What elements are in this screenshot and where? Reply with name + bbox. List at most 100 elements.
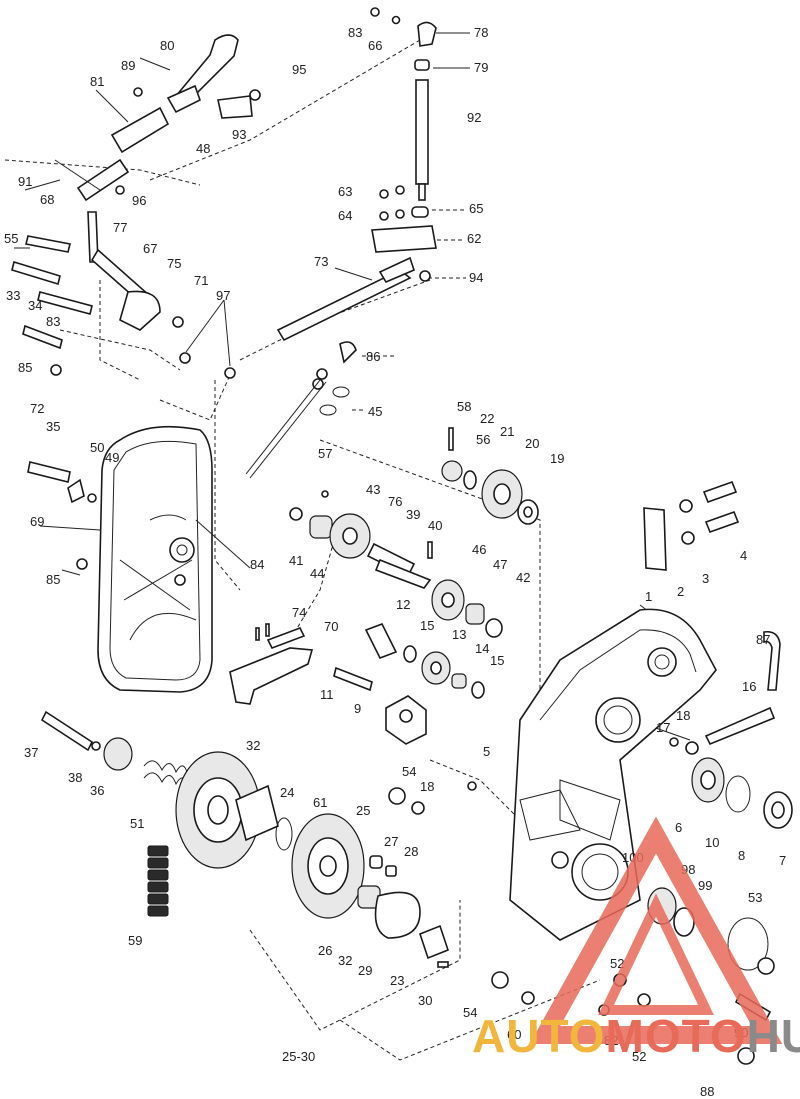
fork-70 — [229, 647, 314, 705]
spacer-27 — [369, 855, 383, 869]
part-label-l14: 14 — [475, 641, 489, 656]
washer-61 — [275, 817, 293, 851]
part-label-l83a: 83 — [348, 25, 362, 40]
pin-57 — [321, 490, 329, 498]
part-label-l81: 81 — [90, 74, 104, 89]
part-label-l8: 8 — [738, 848, 745, 863]
part-label-l50: 50 — [90, 440, 104, 455]
washer-42 — [485, 618, 503, 638]
part-label-l84: 84 — [250, 557, 264, 572]
part-label-l54b: 54 — [463, 1005, 477, 1020]
pin-5 — [467, 781, 477, 791]
pin-87 — [763, 630, 781, 691]
boot-86 — [339, 341, 357, 364]
part-label-l24: 24 — [280, 785, 294, 800]
pin-58 — [448, 427, 454, 451]
washer-56 — [463, 470, 477, 490]
oring-10 — [725, 775, 751, 813]
part-label-l40: 40 — [428, 518, 442, 533]
bolt-55 — [25, 235, 71, 253]
housing-bore — [571, 843, 629, 901]
part-label-l2: 2 — [677, 584, 684, 599]
part-label-l79: 79 — [474, 60, 488, 75]
nut-22 — [441, 460, 463, 482]
part-label-l35: 35 — [46, 419, 60, 434]
oring-45b — [319, 404, 337, 416]
part-label-l38: 38 — [68, 770, 82, 785]
spring-seat-36 — [103, 737, 133, 771]
part-label-l77: 77 — [113, 220, 127, 235]
part-label-l61: 61 — [313, 795, 327, 810]
part-label-l10: 10 — [705, 835, 719, 850]
part-label-l13: 13 — [452, 627, 466, 642]
left-bolts — [11, 211, 236, 379]
bearing-98 — [647, 887, 677, 925]
part-label-l100: 100 — [622, 850, 644, 865]
part-label-l64: 64 — [338, 208, 352, 223]
part-label-l67: 67 — [143, 241, 157, 256]
bolt-16 — [704, 706, 776, 746]
part-label-l58: 58 — [457, 399, 471, 414]
shift-lever-assembly — [54, 34, 261, 202]
part-label-l49: 49 — [105, 450, 119, 465]
bolt-4a — [702, 480, 738, 504]
bolt-52b — [637, 993, 651, 1007]
bolt-83 — [22, 324, 63, 350]
washer-41 — [289, 507, 303, 521]
bolt-35 — [27, 461, 71, 483]
part-label-l82: 82 — [604, 1033, 618, 1048]
part-label-l86: 86 — [366, 349, 380, 364]
oring-45a — [332, 386, 350, 398]
gear-cluster-upper — [289, 427, 539, 638]
part-label-l56: 56 — [476, 432, 490, 447]
part-label-l88: 88 — [700, 1084, 714, 1099]
part-label-l68: 68 — [40, 192, 54, 207]
pin-74a — [255, 627, 260, 641]
part-label-l87: 87 — [756, 632, 770, 647]
part-label-l3: 3 — [702, 571, 709, 586]
part-label-l98: 98 — [681, 862, 695, 877]
part-label-l47: 47 — [493, 557, 507, 572]
part-label-l69: 69 — [30, 514, 44, 529]
washer-38 — [91, 741, 101, 751]
washer-60 — [521, 991, 535, 1005]
part-label-l41: 41 — [289, 553, 303, 568]
part-label-l85a: 85 — [18, 360, 32, 375]
part-label-l76: 76 — [388, 494, 402, 509]
part-label-l43: 43 — [366, 482, 380, 497]
cage-29 — [374, 891, 421, 939]
bearing-47 — [465, 603, 485, 625]
part-label-l60: 60 — [507, 1027, 521, 1042]
chain-59 — [147, 845, 169, 917]
part-label-l94: 94 — [469, 270, 483, 285]
pin-39 — [374, 558, 432, 589]
part-label-l96: 96 — [132, 193, 146, 208]
plate-2 — [643, 507, 667, 571]
part-label-l63: 63 — [338, 184, 352, 199]
screw-63 — [379, 189, 389, 199]
part-label-l19: 19 — [550, 451, 564, 466]
part-label-l93: 93 — [232, 127, 246, 142]
part-label-l15a: 15 — [420, 618, 434, 633]
part-label-l21: 21 — [500, 424, 514, 439]
shaft-81 — [110, 106, 170, 154]
part-label-l17: 17 — [656, 720, 670, 735]
nut-79 — [414, 59, 430, 71]
part-label-l85b: 85 — [46, 572, 60, 587]
bearing-14 — [451, 673, 467, 689]
part-label-l23: 23 — [390, 973, 404, 988]
washer-96 — [115, 185, 125, 195]
part-label-l6: 6 — [675, 820, 682, 835]
part-label-l97: 97 — [216, 288, 230, 303]
part-label-l9: 9 — [354, 701, 361, 716]
nut-18 — [685, 741, 699, 755]
part-label-l20: 20 — [525, 436, 539, 451]
bracket-75 — [119, 290, 161, 331]
part-label-l45: 45 — [368, 404, 382, 419]
plate-23 — [419, 924, 449, 960]
part-label-l2530: 25-30 — [282, 1049, 315, 1064]
washer-28 — [385, 865, 397, 877]
part-label-l66: 66 — [368, 38, 382, 53]
part-label-l5: 5 — [483, 744, 490, 759]
part-label-l42: 42 — [516, 570, 530, 585]
